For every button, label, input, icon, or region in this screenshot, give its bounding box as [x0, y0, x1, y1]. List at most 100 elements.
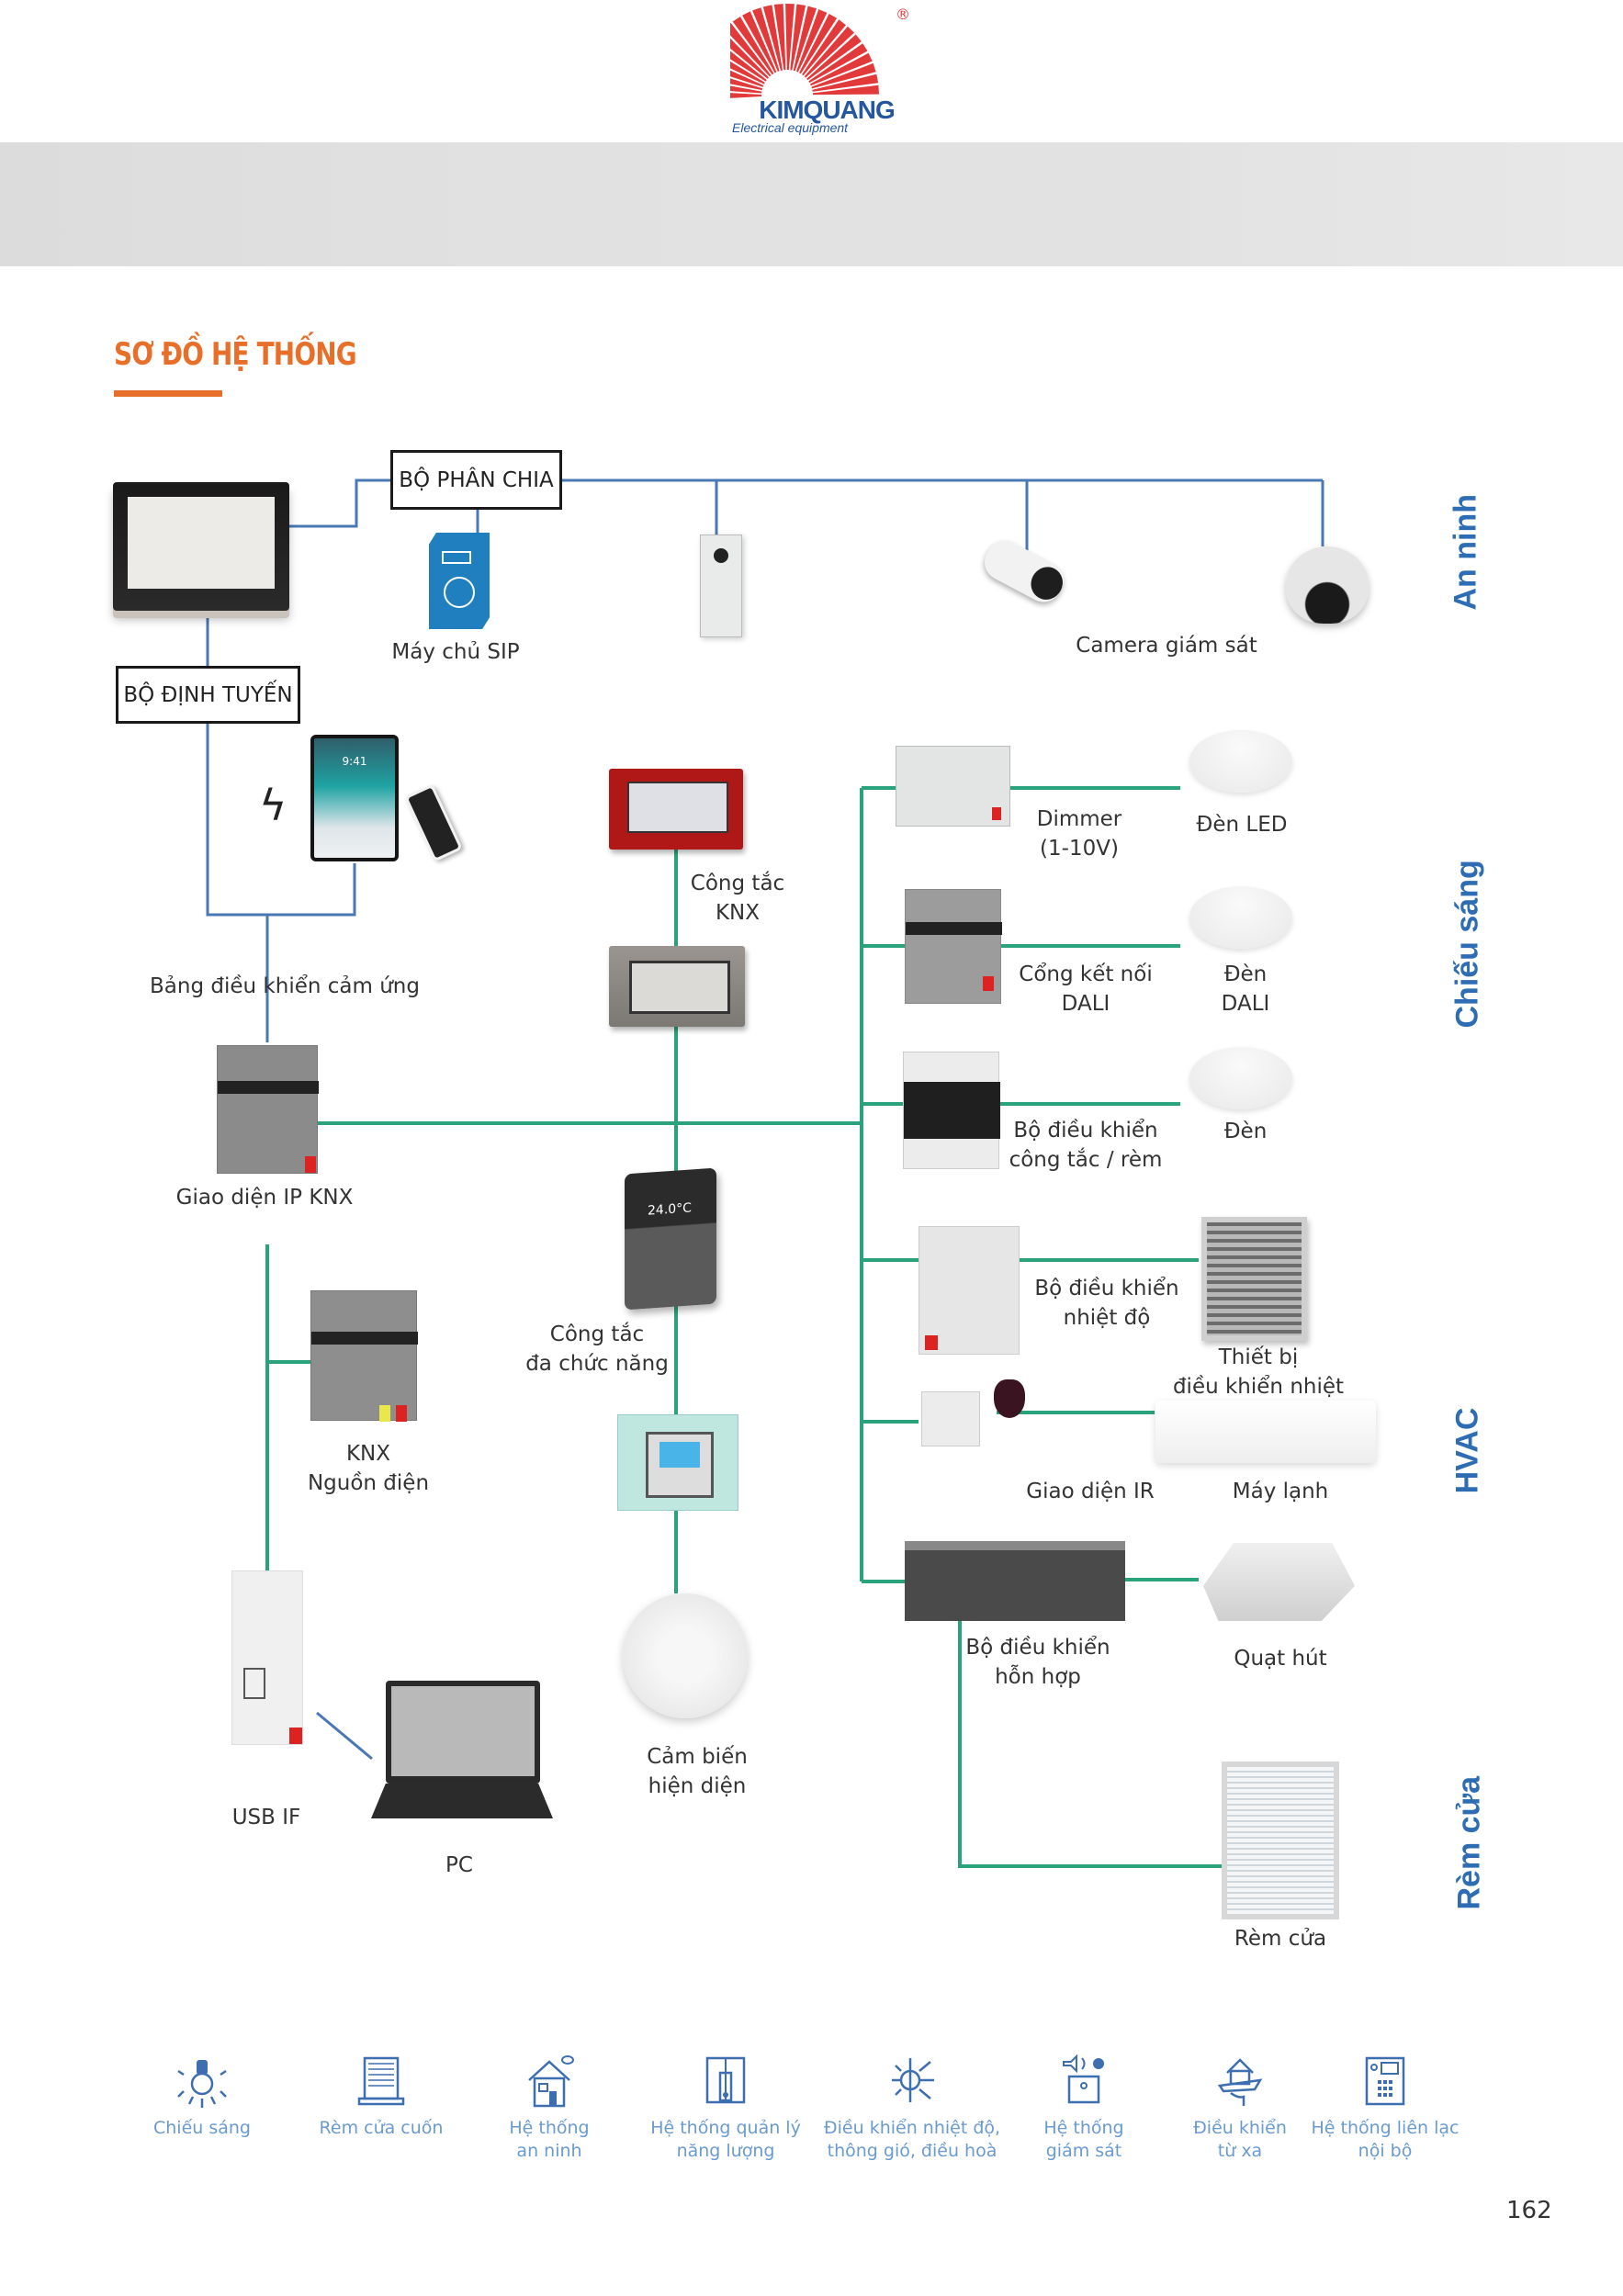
sunburst-icon	[695, 4, 879, 100]
feature-label-line: năng lượng	[676, 2141, 775, 2161]
roller-blind-icon	[357, 2056, 405, 2106]
feature-label-line: nội bộ	[1358, 2141, 1413, 2161]
feature-label: Điều khiển nhiệt độ,thông gió, điều hoà	[820, 2117, 1004, 2163]
logo-ray	[785, 4, 795, 71]
feature-label: Hệ thống liên lạc nội bộ	[1293, 2117, 1477, 2163]
page-title: SƠ ĐỒ HỆ THỐNG	[114, 336, 357, 373]
energy-management-icon	[705, 2056, 746, 2104]
kimquang-logo: ® KIMQUANG Electrical equipment	[695, 4, 923, 137]
logo-ray	[742, 11, 777, 73]
logo-ray	[799, 14, 838, 74]
mixed-controller-device	[905, 1541, 1125, 1621]
logo-ray	[793, 6, 817, 72]
usb-if-label: USB IF	[231, 1806, 301, 1829]
logo-ray	[752, 7, 780, 72]
router-box: BỘ ĐỊNH TUYẾN	[116, 666, 300, 724]
logo-ray	[802, 19, 846, 76]
light-bulb-icon	[177, 2060, 227, 2108]
ip-knx-interface-device	[217, 1045, 319, 1174]
tablet-device: 9:41	[310, 735, 399, 861]
multifunction-switch-device: 24.0°C	[625, 1167, 716, 1311]
logo-ray	[812, 73, 879, 92]
logo-ray	[773, 4, 786, 71]
surveillance-icon	[1063, 2054, 1104, 2104]
logo-ray	[804, 26, 854, 78]
thermostat-readout: 24.0°C	[648, 1200, 692, 1219]
logo-ray	[796, 9, 828, 73]
feature-label-line: giám sát	[1045, 2141, 1122, 2161]
dimmer-device	[896, 746, 1010, 827]
dali-gateway-device	[905, 889, 1002, 1004]
led-light-label: Đèn LED	[1196, 813, 1288, 837]
splitter-box: BỘ PHÂN CHIA	[390, 450, 562, 510]
feature-label-line: Chiếu sáng	[152, 2118, 251, 2138]
page-number: 162	[1506, 2197, 1552, 2224]
network-line	[289, 478, 390, 528]
feature-label-line: Hệ thống liên lạc	[1311, 2118, 1460, 2138]
ir-emitter-device	[994, 1379, 1025, 1418]
feature-label: Hệ thống giám sát	[992, 2117, 1176, 2163]
usb-interface-device	[231, 1570, 303, 1745]
feature-label-line: từ xa	[1217, 2141, 1263, 2161]
touch-panel-device	[113, 482, 289, 611]
feature-label-line: an ninh	[516, 2141, 582, 2161]
logo-ray	[732, 17, 774, 75]
air-conditioner-device	[1155, 1401, 1376, 1463]
temperature-controller-device	[919, 1226, 1020, 1355]
category-hvac: HVAC	[1449, 1407, 1485, 1494]
feature-label: Rèm cửa cuốn	[289, 2117, 473, 2140]
feature-label: Điều khiển từ xa	[1148, 2117, 1332, 2163]
air-conditioner-label: Máy lạnh	[1232, 1480, 1329, 1503]
dome-camera-device	[1286, 546, 1369, 624]
network-line	[206, 724, 356, 917]
light-label: Đèn	[1223, 1120, 1268, 1143]
thermal-control-device	[1201, 1217, 1307, 1341]
category-security: An ninh	[1448, 493, 1483, 611]
feature-label-line: Điều khiển	[1193, 2118, 1287, 2138]
logo-ray	[810, 52, 873, 86]
switch-blind-controller-device	[903, 1052, 1000, 1169]
title-underline	[114, 390, 222, 397]
logo-ray	[724, 23, 772, 77]
brand-tagline: Electrical equipment	[732, 120, 849, 135]
logo-ray	[790, 4, 806, 71]
brand-name: KIMQUANG	[759, 96, 896, 124]
camera-label: Camera giám sát	[1076, 634, 1257, 658]
knx-switch-red-device	[609, 769, 743, 850]
home-security-icon	[528, 2055, 574, 2108]
category-curtain: Rèm cửa	[1451, 1775, 1487, 1910]
sip-server-icon	[429, 533, 490, 629]
room-thermostat-device	[617, 1414, 738, 1511]
door-station-device	[700, 535, 742, 637]
network-line	[316, 1711, 373, 1761]
bus-line	[958, 1621, 1222, 1868]
logo-ray	[806, 34, 862, 81]
feature-label-line: Hệ thống	[1043, 2118, 1124, 2138]
remote-control-icon	[1217, 2058, 1263, 2106]
feature-label: Chiếu sáng	[110, 2117, 294, 2140]
led-light-device	[1189, 730, 1292, 793]
pc-laptop-device	[386, 1681, 540, 1784]
curtain-device	[1222, 1761, 1339, 1919]
category-lighting: Chiếu sáng	[1449, 860, 1485, 1029]
climate-control-icon	[892, 2058, 934, 2102]
registered-mark: ®	[896, 6, 910, 23]
wireless-bolt-icon: ϟ	[259, 781, 287, 830]
presence-sensor-device	[623, 1593, 748, 1718]
feature-item: Hệ thống liên lạc nội bộ	[1293, 2053, 1477, 2163]
exhaust-fan-label: Quạt hút	[1234, 1647, 1327, 1671]
logo-ray	[762, 5, 783, 71]
header-banner	[0, 142, 1623, 266]
dali-light-device	[1189, 886, 1292, 949]
